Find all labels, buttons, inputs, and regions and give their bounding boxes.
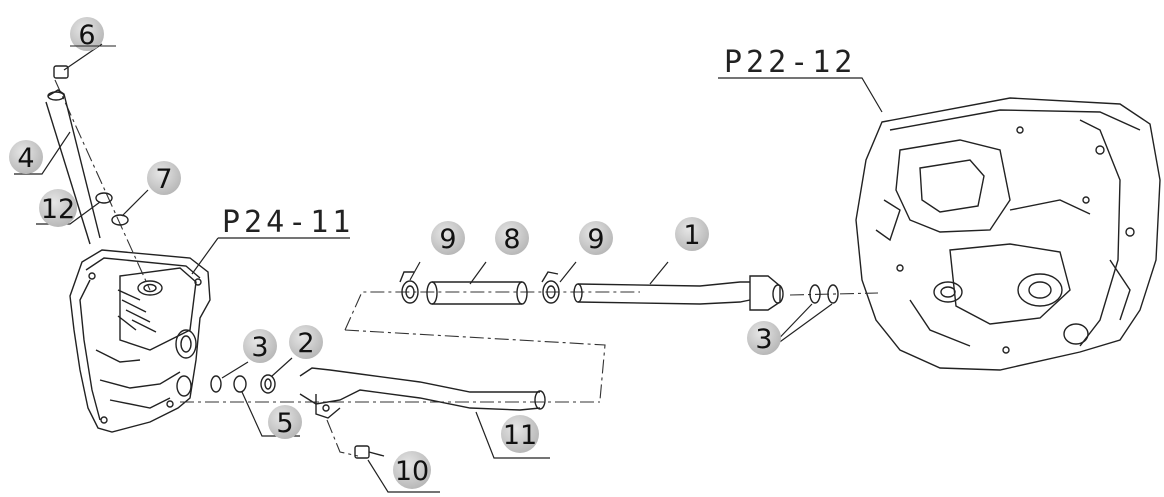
part-2-collar <box>260 374 276 394</box>
part-8-hose <box>426 281 528 305</box>
part-4-pipe <box>47 89 101 239</box>
callout-8-number: 8 <box>503 224 520 255</box>
callout-7: 7 <box>147 161 181 195</box>
leader-lines <box>14 43 883 493</box>
part-5-oring <box>233 375 247 393</box>
part-6-cap <box>53 65 69 79</box>
part-12-oring <box>95 192 113 204</box>
right-housing-p22-12 <box>855 97 1161 371</box>
callout-2: 2 <box>289 325 323 359</box>
callout-9-left: 9 <box>431 221 465 255</box>
callout-3-left-number: 3 <box>251 332 268 363</box>
callout-10: 10 <box>393 451 431 489</box>
callout-8: 8 <box>495 221 529 255</box>
callout-6-number: 6 <box>78 20 95 51</box>
callout-2-number: 2 <box>297 328 314 359</box>
callout-6: 6 <box>70 17 116 51</box>
callout-4-number: 4 <box>17 143 34 174</box>
ref-label-p24-11: P24-11 <box>222 205 354 240</box>
callout-5-number: 5 <box>276 408 293 439</box>
callout-1: 1 <box>675 217 709 251</box>
ref-label-p22-12: P22-12 <box>724 45 856 80</box>
callout-3-left: 3 <box>243 329 277 363</box>
callout-7-number: 7 <box>155 164 172 195</box>
callout-5: 5 <box>268 405 302 439</box>
part-3-oring-a <box>809 284 821 304</box>
callout-11: 11 <box>501 415 539 453</box>
callout-9-left-number: 9 <box>439 224 456 255</box>
callout-12: 12 <box>39 189 77 227</box>
callout-12-number: 12 <box>41 194 75 225</box>
part-9-clamp-right <box>541 271 560 304</box>
part-3-oring-b <box>827 284 839 304</box>
callout-1-number: 1 <box>683 220 700 251</box>
part-11-pipe <box>299 367 546 419</box>
part-3-oring-left <box>210 375 222 393</box>
callout-3-right-number: 3 <box>755 324 772 355</box>
left-housing-p24-11 <box>69 249 211 433</box>
callout-10-number: 10 <box>395 456 429 487</box>
small-parts <box>45 65 839 459</box>
part-7-oring <box>111 214 129 226</box>
callout-9-right-number: 9 <box>587 224 604 255</box>
callout-3-right: 3 <box>747 321 781 355</box>
part-9-clamp-left <box>399 271 419 304</box>
part-10-bolt <box>354 445 385 459</box>
part-1-pipe <box>573 275 784 311</box>
callout-9-right: 9 <box>579 221 613 255</box>
callout-4: 4 <box>9 140 43 174</box>
callout-11-number: 11 <box>503 420 537 451</box>
